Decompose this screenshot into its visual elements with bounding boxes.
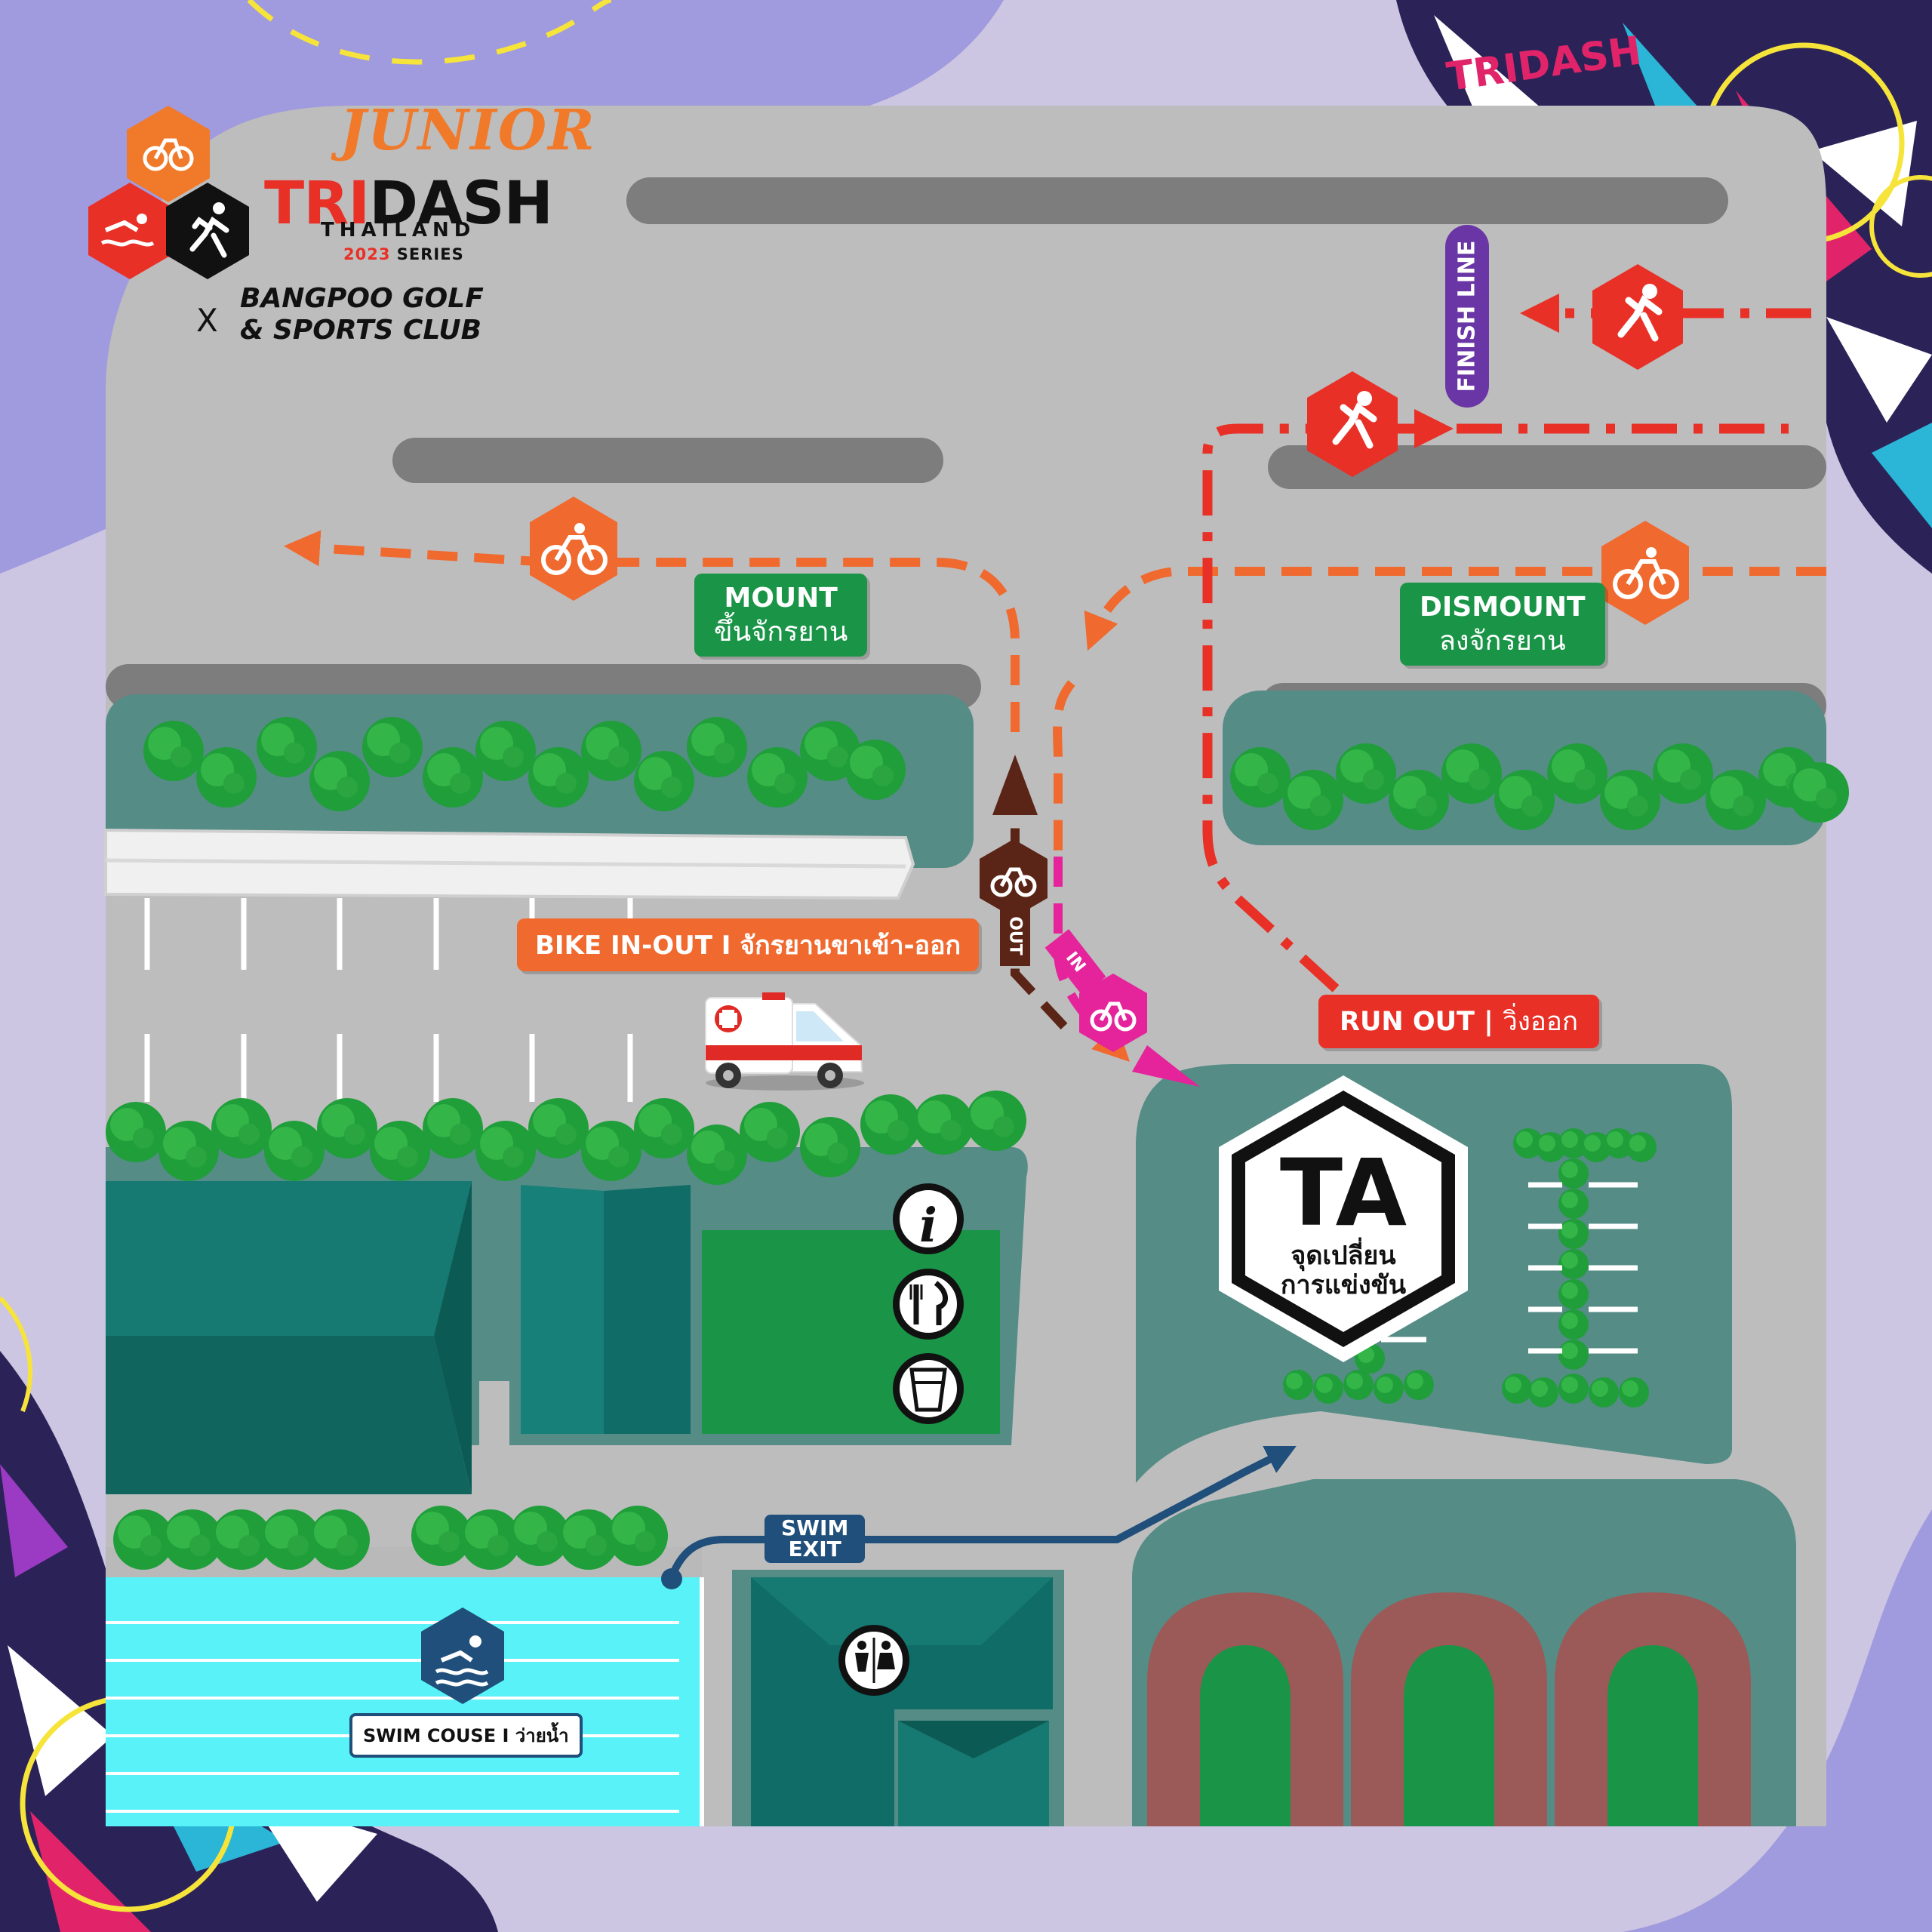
dismount-tag: DISMOUNT ลงจักรยาน	[1400, 583, 1605, 666]
building-left	[106, 1181, 472, 1494]
restroom-building	[751, 1577, 1053, 1826]
ta-hexagon	[1219, 1075, 1468, 1362]
run-icon	[1592, 264, 1683, 370]
food-icon	[893, 1269, 964, 1340]
road-mid-right	[1268, 445, 1826, 489]
tridash-wordmark: TRIDASH	[264, 170, 553, 238]
bottom-right-blob	[1623, 1509, 1932, 1932]
series-label: 2023 SERIES	[343, 245, 464, 263]
event-branding: JUNIOR TRIDASH THAILAND 2023 SERIES X BA…	[75, 98, 604, 370]
bike-out-path	[992, 755, 1068, 1030]
swim-exit-tag: SWIM EXIT	[764, 1515, 866, 1563]
tree-island-right	[1223, 691, 1826, 845]
bike-icon	[1079, 974, 1147, 1052]
run-route	[1202, 294, 1811, 992]
water-icon	[893, 1353, 964, 1424]
info-icon: i	[893, 1183, 964, 1254]
bike-icon	[1601, 521, 1689, 625]
svg-text:i: i	[919, 1198, 937, 1253]
collab-x: X	[196, 302, 218, 339]
ta-thai-label: จุดเปลี่ยน การแข่งขัน	[1280, 1241, 1407, 1301]
road-top	[626, 177, 1728, 224]
swim-course-tag: SWIM COUSE I ว่ายน้ำ	[349, 1713, 583, 1758]
bike-icon	[530, 497, 617, 601]
out-label: OUT	[1005, 916, 1025, 955]
run-out-tag: RUN OUT | วิ่งออก	[1318, 995, 1600, 1048]
bike-route-out	[284, 530, 1020, 732]
swim-icon	[421, 1607, 504, 1704]
building-center	[521, 1185, 691, 1434]
swim-pool	[106, 1577, 702, 1826]
ambulance-icon	[705, 992, 864, 1091]
run-icon	[1307, 371, 1398, 477]
bike-in-out-tag: BIKE IN-OUT I จักรยานขาเข้า-ออก	[517, 918, 980, 971]
restroom-icon	[838, 1625, 909, 1696]
parking-lot-right	[1283, 1128, 1657, 1407]
swim-exit-route	[661, 1446, 1297, 1589]
junior-wordmark: JUNIOR	[340, 98, 596, 163]
finish-line-marker	[1445, 225, 1489, 408]
running-tracks	[1147, 1592, 1751, 1826]
ta-title: TA	[1279, 1140, 1407, 1247]
mount-tag: MOUNT ขึ้นจักรยาน	[694, 574, 868, 657]
out-marker	[1000, 906, 1030, 966]
dashed-arc-top	[247, 0, 612, 65]
bike-icon	[980, 839, 1048, 918]
finish-line-label: FINISH LINE	[1454, 240, 1481, 392]
venue-name: BANGPOO GOLF& SPORTS CLUB	[240, 283, 484, 346]
road-mid-left	[392, 438, 943, 483]
tridash-logo-mark	[88, 106, 249, 279]
country-label: THAILAND	[321, 219, 476, 242]
bike-in-arrowhead	[1132, 1045, 1200, 1087]
